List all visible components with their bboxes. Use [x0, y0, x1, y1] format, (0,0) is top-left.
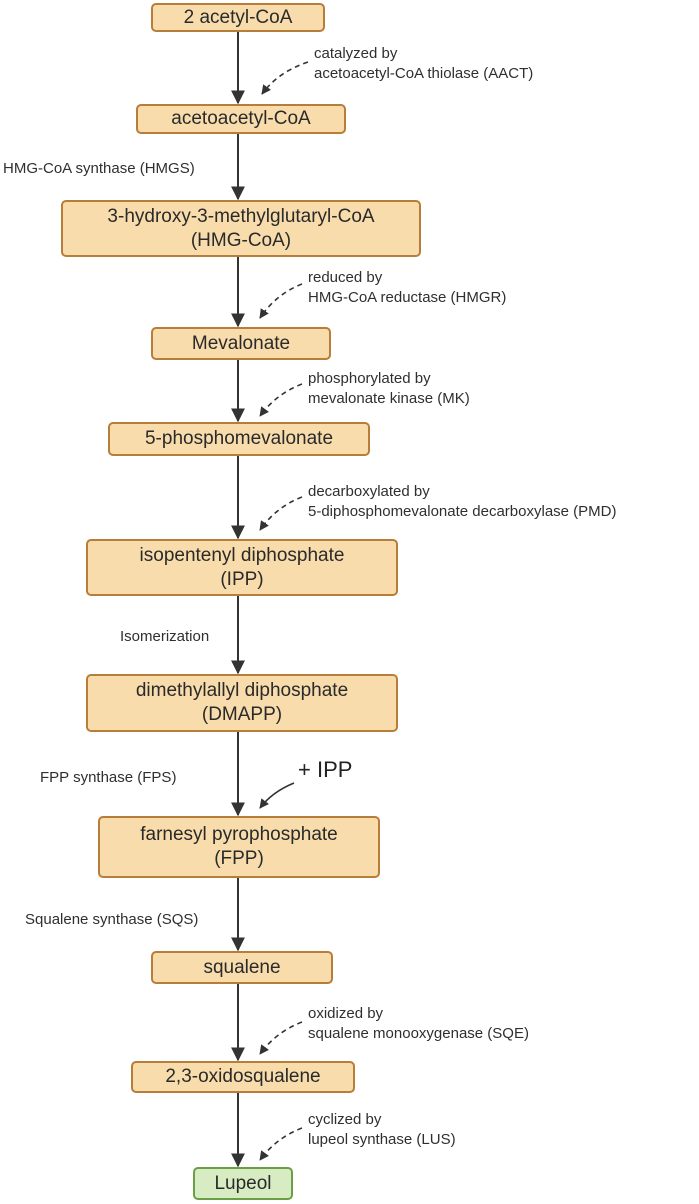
- label-fps: FPP synthase (FPS): [40, 769, 177, 786]
- dashed-arrow-lus: [259, 1127, 303, 1161]
- label-mk: phosphorylated by mevalonate kinase (MK): [308, 370, 470, 407]
- node-mevalonate: Mevalonate: [151, 327, 331, 360]
- node-lupeol: Lupeol: [193, 1167, 293, 1200]
- arrow-plus-ipp: [259, 782, 295, 809]
- node-ipp: isopentenyl diphosphate (IPP): [86, 539, 398, 596]
- dashed-arrow-hmgr: [259, 283, 303, 319]
- node-dmapp: dimethylallyl diphosphate (DMAPP): [86, 674, 398, 732]
- node-acetyl-coa: 2 acetyl-CoA: [151, 3, 325, 32]
- label-hmgs: HMG-CoA synthase (HMGS): [3, 160, 195, 177]
- label-plus-ipp: + IPP: [298, 757, 353, 782]
- label-lus: cyclized by lupeol synthase (LUS): [308, 1111, 456, 1148]
- node-2-3-oxidosqualene: 2,3-oxidosqualene: [131, 1061, 355, 1093]
- node-squalene: squalene: [151, 951, 333, 984]
- label-sqs: Squalene synthase (SQS): [25, 911, 199, 928]
- label-sqe: oxidized by squalene monooxygenase (SQE): [308, 1005, 529, 1042]
- node-5-phosphomevalonate: 5-phosphomevalonate: [108, 422, 370, 456]
- label-isomerization: Isomerization: [120, 628, 210, 645]
- dashed-arrow-mk: [259, 383, 303, 417]
- node-acetoacetyl-coa: acetoacetyl-CoA: [136, 104, 346, 134]
- node-fpp: farnesyl pyrophosphate (FPP): [98, 816, 380, 878]
- node-hmg-coa: 3-hydroxy-3-methylglutaryl-CoA (HMG-CoA): [61, 200, 421, 257]
- dashed-arrow-sqe: [259, 1021, 303, 1055]
- label-pmd: decarboxylated by 5-diphosphomevalonate …: [308, 483, 617, 520]
- label-aact: catalyzed by acetoacetyl-CoA thiolase (A…: [314, 45, 534, 82]
- dashed-arrow-pmd: [259, 496, 303, 531]
- label-hmgr: reduced by HMG-CoA reductase (HMGR): [308, 269, 507, 306]
- dashed-arrow-aact: [261, 61, 309, 95]
